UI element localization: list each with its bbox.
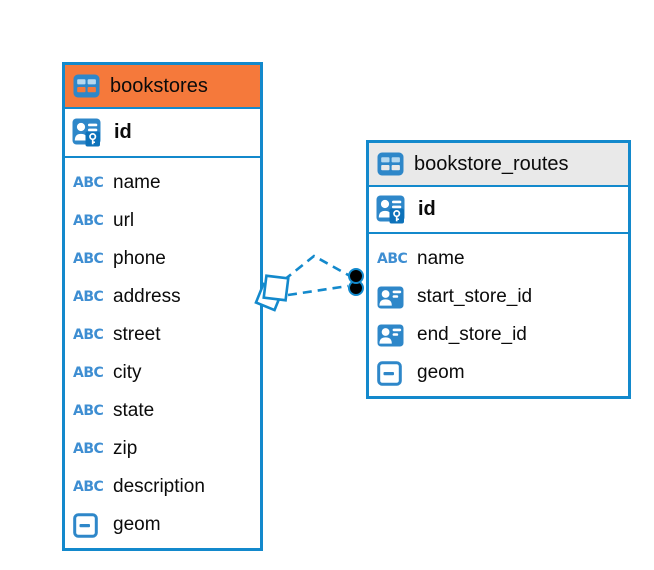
pk-column-name: id xyxy=(418,198,436,220)
text-type-icon: ABC xyxy=(73,251,104,267)
table-title: bookstores xyxy=(110,74,208,97)
column-row-address[interactable]: ABC address xyxy=(73,286,181,307)
column-row-phone[interactable]: ABC phone xyxy=(73,248,166,269)
column-row-name[interactable]: ABC name xyxy=(377,248,465,269)
column-list: ABC name ABC url ABC phone ABC address A… xyxy=(65,158,260,548)
text-type-icon: ABC xyxy=(73,403,104,419)
relationship-line-upper[interactable] xyxy=(283,254,351,282)
reference-type-icon xyxy=(377,324,409,347)
entity-table-bookstore-routes[interactable]: bookstore_routes id ABC xyxy=(366,140,631,399)
table-icon xyxy=(73,74,101,98)
relationship-line-lower[interactable] xyxy=(287,284,349,297)
reference-type-icon xyxy=(377,286,409,309)
column-row-street[interactable]: ABC street xyxy=(73,324,161,345)
text-type-icon: ABC xyxy=(73,365,104,381)
column-row-state[interactable]: ABC state xyxy=(73,400,155,421)
geometry-type-icon xyxy=(377,360,409,386)
column-row-start-store-id[interactable]: start_store_id xyxy=(369,278,628,316)
text-type-icon: ABC xyxy=(73,213,104,229)
pk-column-name: id xyxy=(114,121,132,143)
column-row-url[interactable]: ABC url xyxy=(73,210,135,231)
primary-key-icon xyxy=(376,194,409,225)
pk-row-bookstores-id[interactable]: id xyxy=(65,109,260,158)
text-type-icon: ABC xyxy=(73,441,104,457)
text-type-icon: ABC xyxy=(73,175,104,191)
column-row-geom[interactable]: geom xyxy=(369,354,628,392)
text-type-icon: ABC xyxy=(377,251,408,267)
column-row-zip[interactable]: ABC zip xyxy=(73,438,138,459)
column-list: ABC name start_store_id xyxy=(369,234,628,396)
column-row-description[interactable]: ABC description xyxy=(73,476,205,497)
geometry-type-icon xyxy=(73,512,105,538)
text-type-icon: ABC xyxy=(73,327,104,343)
entity-table-bookstores[interactable]: bookstores id ABC xyxy=(62,62,263,551)
table-title: bookstore_routes xyxy=(414,152,569,175)
column-row-geom[interactable]: geom xyxy=(65,506,260,544)
text-type-icon: ABC xyxy=(73,289,104,305)
pk-row-routes-id[interactable]: id xyxy=(369,187,628,234)
table-header-bookstore-routes[interactable]: bookstore_routes xyxy=(369,143,628,187)
table-icon xyxy=(377,152,405,176)
column-row-city[interactable]: ABC city xyxy=(73,362,142,383)
text-type-icon: ABC xyxy=(73,479,104,495)
dot-end-marker xyxy=(348,268,364,296)
table-header-bookstores[interactable]: bookstores xyxy=(65,65,260,109)
primary-key-icon xyxy=(72,117,105,148)
column-row-end-store-id[interactable]: end_store_id xyxy=(369,316,628,354)
column-row-name[interactable]: ABC name xyxy=(73,172,161,193)
